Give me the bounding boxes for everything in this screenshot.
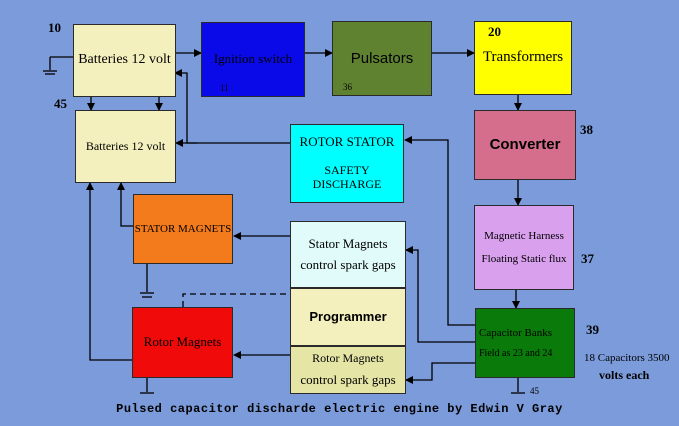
converter-label: Converter	[489, 136, 561, 154]
rotor-stator-line2: SAFETY DISCHARGE	[312, 163, 382, 191]
rotor-magnets-label: Rotor Magnets	[143, 334, 222, 350]
capacitor-banks-line2: Field as 23 and 24	[479, 347, 553, 359]
arrow-stator-magnets-to-batteries	[117, 182, 133, 227]
pulsators-block: Pulsators	[332, 21, 432, 96]
ref-number-11: 11	[220, 83, 229, 93]
rotor-stator-line1: ROTOR STATOR	[299, 134, 395, 150]
ref-number-45-top: 45	[54, 96, 67, 111]
ref-number-37: 37	[581, 251, 594, 266]
rotor-magnets-block: Rotor Magnets	[132, 307, 233, 378]
stator-magnets-label: STATOR MAGNETS	[134, 222, 232, 235]
arrow-capacitors-to-stator-gaps	[405, 246, 475, 343]
arrow-capacitors-to-rotor-gaps	[405, 362, 475, 384]
batteries-bottom-label: Batteries 12 volt	[85, 138, 166, 153]
arrow-rotor-stator-to-batteries	[174, 69, 290, 144]
capacitors-note-line1: 18 Capacitors 3500	[584, 352, 670, 364]
transformers-block: Transformers	[474, 21, 572, 95]
rotor-stator-safety-block: ROTOR STATOR SAFETY DISCHARGE	[290, 124, 404, 203]
stator-gaps-line1: Stator Magnets	[308, 235, 388, 251]
diagram-caption: Pulsed capacitor discharde electric engi…	[116, 402, 563, 416]
ignition-switch-label: Ignition switch	[213, 51, 293, 67]
ref-number-20: 20	[488, 24, 501, 39]
batteries-12v-bottom-block: Batteries 12 volt	[75, 110, 176, 183]
stator-gaps-line2: control spark gaps	[300, 256, 396, 272]
stator-magnets-block: STATOR MAGNETS	[133, 194, 233, 264]
rotor-spark-gaps-block: Rotor Magnets control spark gaps	[290, 346, 406, 394]
arrow-rotor-magnets-to-batteries	[86, 182, 132, 361]
ref-number-10: 10	[48, 20, 61, 35]
magnetic-harness-line1: Magnetic Harness	[484, 229, 564, 242]
ref-number-45-bottom: 45	[530, 386, 539, 396]
transformers-label: Transformers	[482, 49, 564, 66]
rotor-gaps-line1: Rotor Magnets	[312, 350, 384, 365]
ref-number-36: 36	[343, 82, 352, 92]
batteries-top-label: Batteries 12 volt	[78, 52, 171, 68]
ref-number-38: 38	[580, 122, 593, 137]
ignition-switch-block: Ignition switch	[201, 22, 305, 97]
arrow-capacitors-to-rotor-stator	[404, 136, 475, 326]
stator-spark-gaps-block: Stator Magnets control spark gaps	[290, 221, 406, 288]
ref-number-39: 39	[586, 322, 599, 337]
rotor-gaps-line2: control spark gaps	[300, 372, 396, 388]
magnetic-harness-block: Magnetic Harness Floating Static flux	[474, 205, 574, 290]
programmer-block: Programmer	[290, 288, 406, 346]
capacitor-banks-block: Capacitor Banks Field as 23 and 24	[475, 308, 575, 378]
pulsators-label: Pulsators	[350, 49, 414, 67]
capacitors-note-line2: volts each	[599, 368, 650, 382]
magnetic-harness-line2: Floating Static flux	[481, 252, 567, 265]
capacitor-banks-line1: Capacitor Banks	[479, 326, 553, 339]
converter-block: Converter	[474, 110, 576, 180]
batteries-12v-top-block: Batteries 12 volt	[73, 24, 176, 97]
programmer-label: Programmer	[309, 308, 387, 324]
dashed-link-programmer	[182, 293, 290, 307]
